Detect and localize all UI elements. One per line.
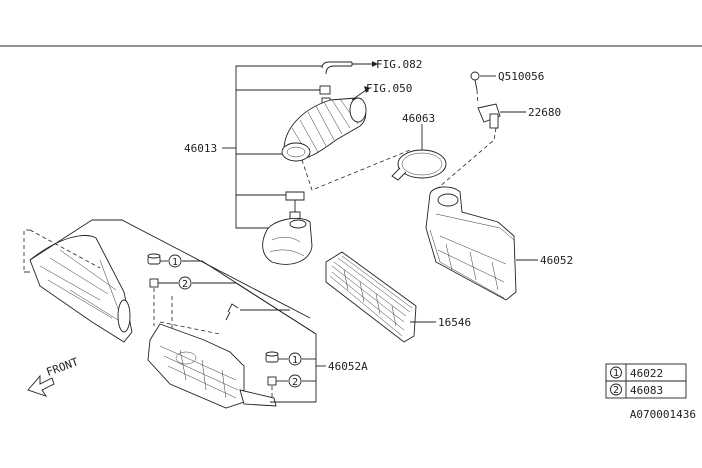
intake-duct-assembly (222, 61, 411, 265)
mass-air-sensor (437, 71, 526, 189)
legend-marker-1 (610, 366, 622, 379)
callout-46063: 46063 (402, 112, 435, 125)
front-label: FRONT (45, 355, 81, 379)
legend-part-1: 46022 (630, 367, 663, 380)
marker-1a-text: 1 (172, 257, 178, 268)
legend-table: 1 46022 2 46083 (605, 363, 687, 399)
callout-q510056: Q510056 (498, 70, 544, 83)
grommet-set-upper (147, 253, 317, 402)
air-cleaner-upper-case (425, 186, 538, 301)
legend-part-2: 46083 (630, 384, 663, 397)
callout-fig082: FIG.082 (376, 58, 422, 71)
callout-46052a: 46052A (328, 360, 368, 373)
callout-22680: 22680 (528, 106, 561, 119)
air-cleaner-lower-case (147, 296, 290, 409)
duct-clamp (391, 124, 447, 181)
legend-marker-2-text: 2 (613, 385, 619, 396)
marker-circle-1b (288, 352, 302, 366)
callout-46052: 46052 (540, 254, 573, 267)
front-direction-arrow (27, 374, 55, 397)
air-intake-duct (23, 219, 311, 343)
legend-marker-2 (610, 383, 622, 396)
callout-16546: 16546 (438, 316, 471, 329)
air-filter-element (325, 251, 436, 343)
marker-circle-1a (168, 254, 182, 268)
grommet-set-lower (265, 351, 326, 403)
callout-46013: 46013 (184, 142, 217, 155)
diagram-code: A070001436 (630, 408, 696, 421)
marker-circle-2b (288, 374, 302, 388)
marker-2b-text: 2 (292, 377, 298, 388)
marker-1b-text: 1 (292, 355, 298, 366)
marker-circle-2a (178, 276, 192, 290)
marker-2a-text: 2 (182, 279, 188, 290)
callout-fig050: FIG.050 (366, 82, 412, 95)
legend-marker-1-text: 1 (613, 368, 619, 379)
